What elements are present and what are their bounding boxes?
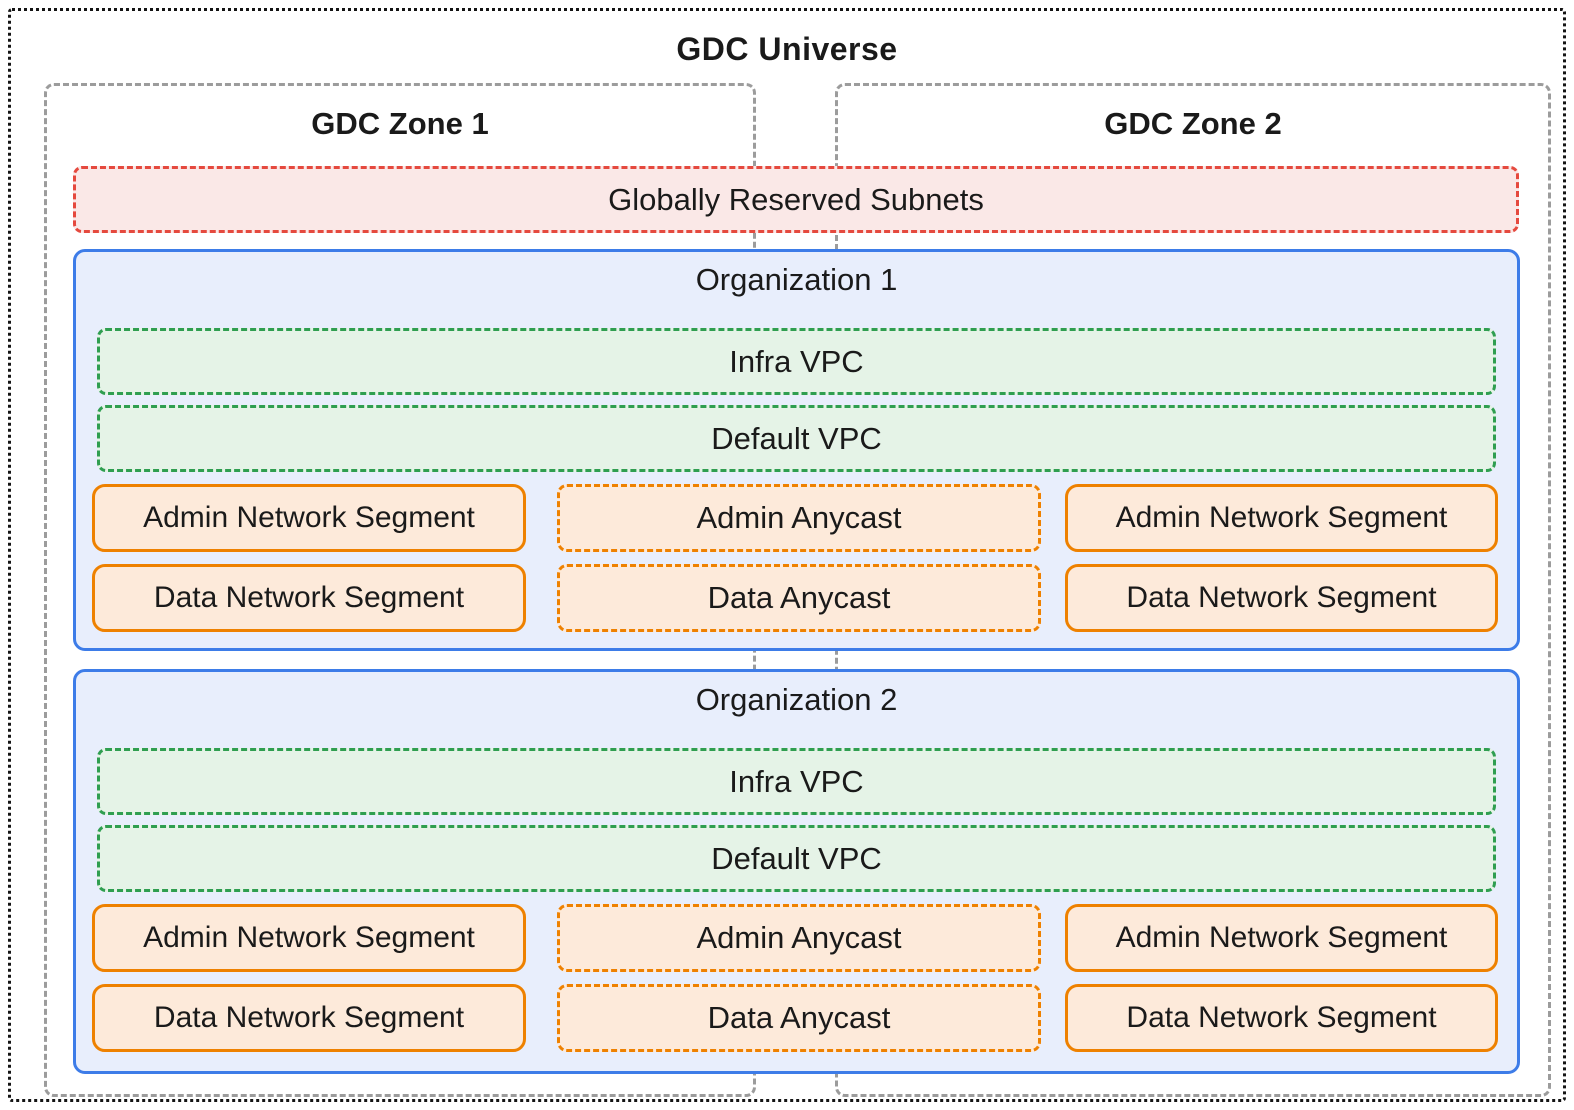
org1-zone1-admin-network-segment: Admin Network Segment [92,484,526,552]
org1-zone1-data-network-segment: Data Network Segment [92,564,526,632]
org2-data-anycast-label: Data Anycast [707,1000,891,1035]
org2-zone1-admin-network-segment-label: Admin Network Segment [143,921,475,954]
org2-zone1-admin-network-segment: Admin Network Segment [92,904,526,972]
organization-2-label: Organization 2 [695,682,898,717]
org1-data-anycast: Data Anycast [557,564,1041,632]
org2-zone1-data-network-segment: Data Network Segment [92,984,526,1052]
org2-infra-vpc: Infra VPC [97,748,1496,815]
org1-zone2-data-network-segment: Data Network Segment [1065,564,1498,632]
org2-zone2-admin-network-segment-label: Admin Network Segment [1115,921,1448,954]
org2-admin-anycast-label: Admin Anycast [696,920,902,955]
org1-infra-vpc: Infra VPC [97,328,1496,395]
gdc-universe-container: GDC Universe GDC Zone 1 GDC Zone 2 Globa… [8,8,1566,1102]
gdc-zone-1-label: GDC Zone 1 [311,106,489,141]
org2-zone2-data-network-segment-label: Data Network Segment [1126,1001,1437,1034]
org2-zone1-data-network-segment-label: Data Network Segment [153,1001,465,1034]
org2-default-vpc: Default VPC [97,825,1496,892]
org2-zone2-data-network-segment: Data Network Segment [1065,984,1498,1052]
org1-zone2-admin-network-segment: Admin Network Segment [1065,484,1498,552]
organization-1: Organization 1 Infra VPC Default VPC Adm… [73,249,1520,651]
org2-infra-vpc-label: Infra VPC [729,763,864,799]
org2-data-anycast: Data Anycast [557,984,1041,1052]
org1-data-anycast-label: Data Anycast [707,580,891,615]
globally-reserved-subnets-label: Globally Reserved Subnets [608,181,984,217]
org1-admin-anycast: Admin Anycast [557,484,1041,552]
org1-zone1-data-network-segment-label: Data Network Segment [153,581,465,614]
org1-default-vpc-label: Default VPC [711,420,882,456]
org2-admin-anycast: Admin Anycast [557,904,1041,972]
universe-title: GDC Universe [676,31,898,67]
org2-default-vpc-label: Default VPC [711,840,882,876]
org1-zone2-data-network-segment-label: Data Network Segment [1126,581,1437,614]
organization-1-label: Organization 1 [695,262,898,297]
globally-reserved-subnets: Globally Reserved Subnets [73,166,1519,233]
org1-infra-vpc-label: Infra VPC [729,343,864,379]
org2-zone2-admin-network-segment: Admin Network Segment [1065,904,1498,972]
gdc-zone-2-label: GDC Zone 2 [1104,106,1282,141]
org1-zone2-admin-network-segment-label: Admin Network Segment [1115,501,1448,534]
org1-default-vpc: Default VPC [97,405,1496,472]
org1-zone1-admin-network-segment-label: Admin Network Segment [143,501,475,534]
org1-admin-anycast-label: Admin Anycast [696,500,902,535]
organization-2: Organization 2 Infra VPC Default VPC Adm… [73,669,1520,1074]
